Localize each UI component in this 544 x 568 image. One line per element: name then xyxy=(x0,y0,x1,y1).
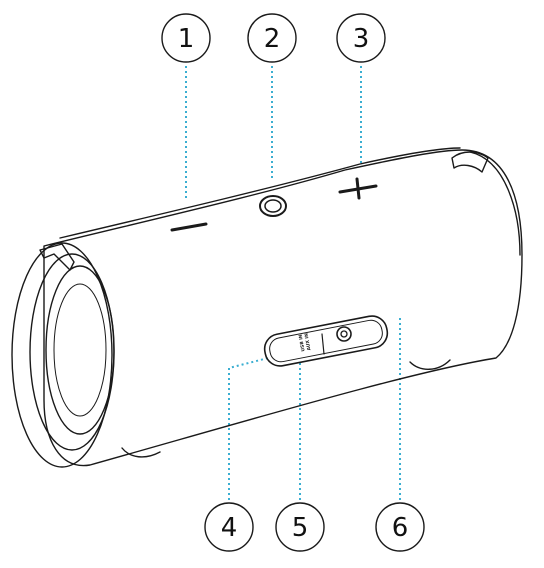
leader-line-4 xyxy=(229,358,268,500)
port-cover-outline xyxy=(262,313,390,368)
callout-number-6: 6 xyxy=(392,513,409,543)
speaker-foot-left xyxy=(122,448,160,457)
strap-buckle xyxy=(40,244,74,270)
right-end-curve xyxy=(470,152,520,255)
callout-number-3: 3 xyxy=(353,24,370,54)
callout-number-5: 5 xyxy=(292,513,309,543)
power-button-inner xyxy=(265,200,281,212)
port-icon-power xyxy=(337,327,351,341)
callout-number-4: 4 xyxy=(221,513,238,543)
right-end-cap xyxy=(452,152,488,172)
callout-number-1: 1 xyxy=(178,24,195,54)
power-button[interactable] xyxy=(260,196,286,216)
callout-number-2: 2 xyxy=(264,24,281,54)
port-divider xyxy=(322,334,324,354)
plus-button[interactable] xyxy=(340,179,376,198)
minus-button[interactable] xyxy=(172,224,206,230)
speaker-end-cone xyxy=(54,284,106,416)
speaker-end-inner xyxy=(46,266,114,434)
speaker-body xyxy=(44,150,522,466)
